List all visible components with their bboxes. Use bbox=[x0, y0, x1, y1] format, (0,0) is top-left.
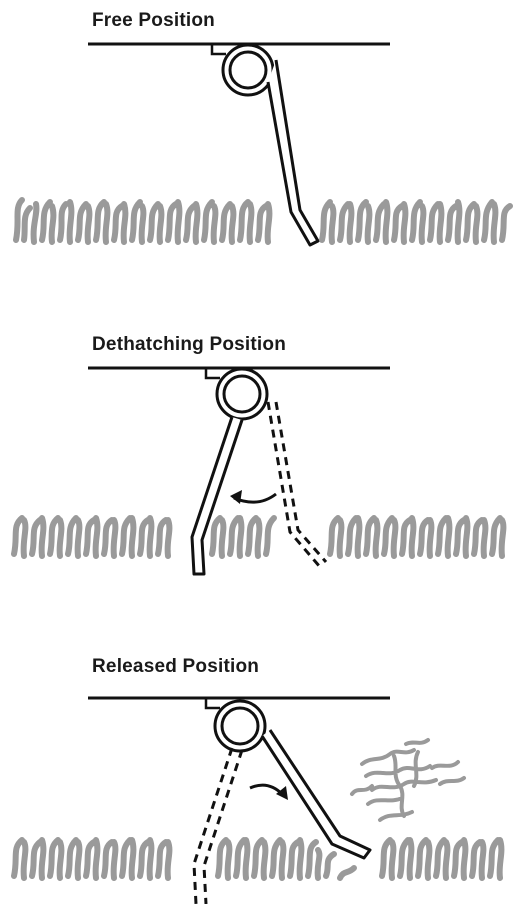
spring-coil-inner bbox=[220, 706, 260, 746]
spring-coil-inner bbox=[222, 374, 262, 414]
dethatching-position-diagram bbox=[11, 366, 507, 576]
released-position-panel: Released Position bbox=[0, 644, 524, 904]
spring-coil-outer bbox=[213, 699, 267, 753]
tine-original-dashed bbox=[266, 401, 328, 568]
release-arrow-icon bbox=[249, 783, 284, 796]
spring-tine bbox=[190, 416, 244, 576]
mount-bracket bbox=[210, 44, 226, 56]
free-position-panel: Free Position bbox=[0, 0, 524, 290]
grass bbox=[13, 197, 513, 245]
panel-title: Dethatching Position bbox=[92, 334, 286, 355]
panel-title: Released Position bbox=[92, 656, 260, 677]
tine-previous-dashed bbox=[192, 747, 244, 904]
grass bbox=[11, 837, 505, 881]
mount-bracket bbox=[204, 698, 220, 710]
thatch-debris bbox=[350, 738, 466, 822]
released-position-diagram bbox=[11, 696, 505, 904]
mount-bracket bbox=[204, 368, 220, 380]
panel-title: Free Position bbox=[92, 10, 215, 31]
spring-tine bbox=[260, 729, 372, 860]
dethatching-position-panel: Dethatching Position bbox=[0, 322, 524, 592]
free-position-diagram bbox=[13, 42, 513, 247]
spring-coil-outer bbox=[215, 367, 269, 421]
spring-coil-inner bbox=[228, 50, 268, 90]
grass bbox=[11, 515, 507, 559]
spring-tine bbox=[266, 59, 320, 247]
